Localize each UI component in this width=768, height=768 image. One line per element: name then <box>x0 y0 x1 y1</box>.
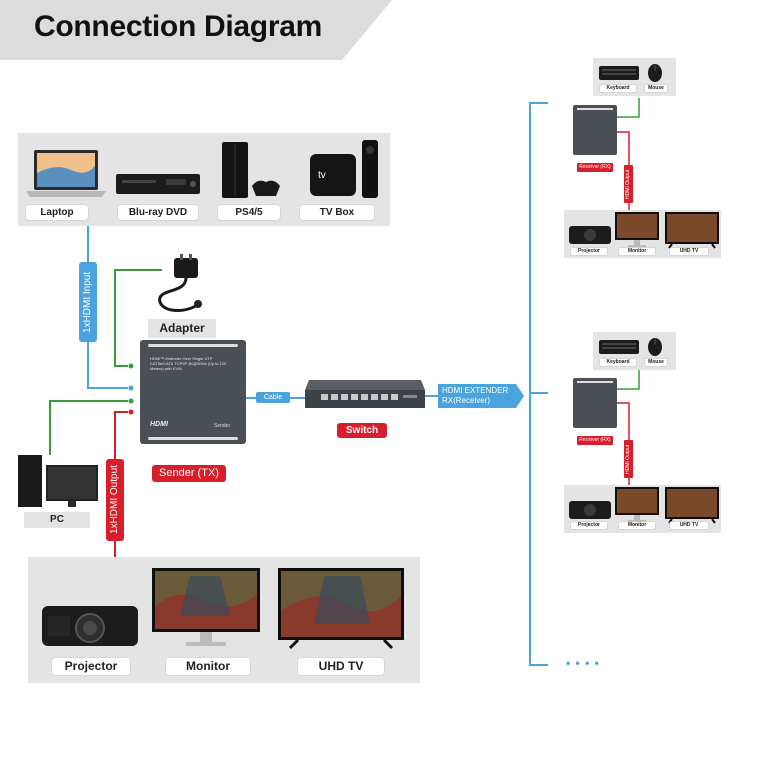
extender-rx-line2: RX(Receiver) <box>442 396 491 405</box>
rx2-projector-icon <box>569 501 611 519</box>
rx1-green <box>616 98 640 118</box>
extender-rx-line1: HDMI EXTENDER <box>442 386 509 395</box>
rx2-keyboard-label: Keyboard <box>600 359 636 366</box>
sender-device-text: HDMI™ Extender Over Single UTP CAT5e/CAT… <box>150 356 227 371</box>
rx1-keyboard-label: Keyboard <box>600 85 636 92</box>
power-adapter-icon <box>158 254 202 312</box>
ps-console-icon <box>222 142 280 198</box>
source-label-laptop: Laptop <box>26 205 88 220</box>
bluray-player-icon <box>116 174 200 194</box>
source-label-tvbox: TV Box <box>300 205 374 220</box>
output-label-uhdtv: UHD TV <box>298 658 384 675</box>
uhd-tv-icon <box>278 568 404 650</box>
rx1-projector-icon <box>569 226 611 244</box>
sender-tx-label: Sender (TX) <box>152 465 226 482</box>
hdmi-input-tag: 1xHDMI Input <box>79 262 97 342</box>
rx2-mouse-label: Mouse <box>645 359 667 366</box>
header-banner <box>0 0 392 60</box>
page-title: Connection Diagram <box>34 10 322 43</box>
rx2-receiver-strip <box>577 381 613 383</box>
rx1-monitor-icon <box>615 212 659 247</box>
rx1-uhdtv-icon <box>665 212 719 249</box>
rx2-receiver-device <box>573 378 617 428</box>
projector-icon <box>42 606 138 646</box>
sender-device <box>140 340 246 444</box>
sender-top-strip <box>148 344 238 347</box>
keyboard-icon <box>599 340 639 354</box>
rx2-projector-label: Projector <box>571 522 607 529</box>
adapter-label: Adapter <box>159 321 205 335</box>
adapter-label-box <box>148 319 216 338</box>
rx2-receiver-label: Receiver (RX) <box>577 436 613 445</box>
tv-box-logo-text: tv <box>318 170 326 181</box>
sender-side-text: Sender <box>214 423 231 429</box>
rx2-hdmi-output-tag: HDMI Output <box>624 440 633 478</box>
source-label-ps: PS4/5 <box>218 205 280 220</box>
rx2-green <box>616 368 640 390</box>
sender-bottom-strip <box>148 437 238 440</box>
rx1-receiver-label: Receiver (RX) <box>577 163 613 172</box>
cable-tag: Cable <box>256 392 290 403</box>
rx2-uhdtv-icon <box>665 487 719 524</box>
extender-rx-tag: HDMI EXTENDER RX(Receiver) <box>438 384 524 408</box>
keyboard-icon <box>599 66 639 80</box>
rx1-uhdtv-label: UHD TV <box>670 248 708 255</box>
pc-usb-line <box>49 400 128 455</box>
pc-label-box <box>24 512 90 528</box>
network-switch-icon <box>305 380 425 408</box>
rx2-monitor-label: Monitor <box>619 522 655 529</box>
monitor-icon <box>152 568 260 646</box>
rx1-monitor-label: Monitor <box>619 248 655 255</box>
trunk-line <box>529 102 548 666</box>
tv-box-icon <box>310 140 378 198</box>
output-label-monitor: Monitor <box>166 658 250 675</box>
laptop-icon <box>26 150 106 197</box>
source-label-bluray: Blu-ray DVD <box>118 205 198 220</box>
rx1-hdmi-output-tag: HDMI Output <box>624 165 633 203</box>
more-receivers-indicator: • • • • <box>566 656 600 670</box>
mouse-icon <box>648 64 662 82</box>
pc-label: PC <box>50 514 64 525</box>
output-label-projector: Projector <box>52 658 130 675</box>
rx2-uhdtv-label: UHD TV <box>670 522 708 529</box>
rx1-projector-label: Projector <box>571 248 607 255</box>
rx1-receiver-strip <box>577 108 613 110</box>
rx1-mouse-label: Mouse <box>645 85 667 92</box>
switch-label: Switch <box>337 423 387 438</box>
adapter-power-line <box>114 269 162 367</box>
sender-hdmi-logo: HDMI <box>150 421 168 428</box>
mouse-icon <box>648 338 662 356</box>
rx2-monitor-icon <box>615 487 659 522</box>
rx1-receiver-device <box>573 105 617 155</box>
pc-icon <box>18 455 98 507</box>
hdmi-output-tag: 1xHDMI Output <box>106 459 124 541</box>
